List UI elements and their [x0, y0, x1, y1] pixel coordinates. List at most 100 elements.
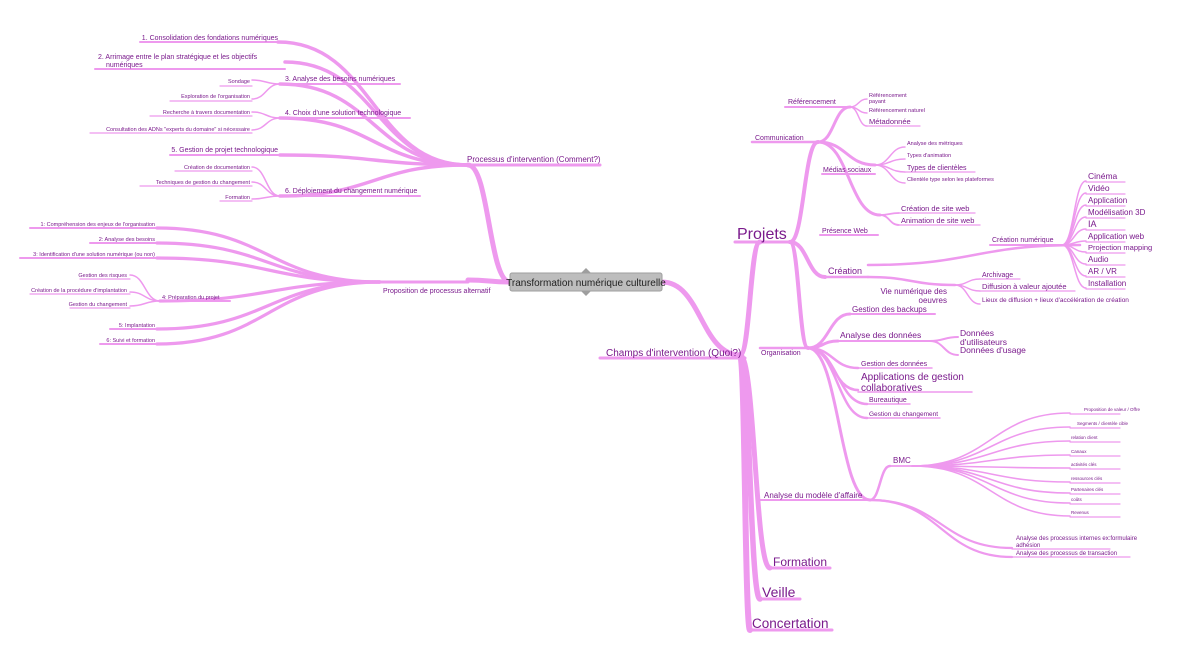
- node-techniques-changement[interactable]: Techniques de gestion du changement: [156, 180, 251, 186]
- node-installation[interactable]: Installation: [1088, 279, 1126, 288]
- node-comment-item-5[interactable]: 5. Gestion de projet technologique: [171, 147, 278, 154]
- connector: [806, 346, 872, 502]
- node-comment-item-1[interactable]: 1. Consolidation des fondations numériqu…: [142, 35, 279, 42]
- node-champs-intervention[interactable]: Champs d'intervention (Quoi?): [606, 348, 741, 359]
- node-bmc-couts[interactable]: coûts: [1071, 497, 1083, 502]
- node-concertation[interactable]: Concertation: [752, 616, 829, 631]
- node-creation[interactable]: Création: [828, 266, 862, 276]
- connector: [879, 214, 900, 226]
- node-analyse-donnees[interactable]: Analyse des données: [840, 330, 921, 340]
- node-processus-transaction[interactable]: Analyse des processus de transaction: [1016, 551, 1117, 557]
- node-analyse-metriques[interactable]: Analyse des métriques: [907, 141, 963, 147]
- node-gestion-backups[interactable]: Gestion des backups: [852, 305, 927, 314]
- node-audio[interactable]: Audio: [1088, 255, 1109, 264]
- node-lieux-diffusion[interactable]: Lieux de diffusion + lieux d'accélératio…: [982, 297, 1129, 304]
- node-bmc-canaux[interactable]: Canaux: [1071, 449, 1087, 454]
- connector: [129, 300, 161, 307]
- node-formation-deploiement[interactable]: Formation: [225, 195, 250, 201]
- node-bureautique[interactable]: Bureautique: [869, 397, 907, 404]
- node-medias-sociaux[interactable]: Médias sociaux: [823, 167, 872, 174]
- node-donnees-utilisateurs-text-cont: d'utilisateurs: [960, 337, 1007, 347]
- connector: [1061, 180, 1087, 246]
- node-cinema[interactable]: Cinéma: [1088, 171, 1118, 181]
- node-alt-item-1[interactable]: 1: Compréhension des enjeux de l'organis…: [41, 222, 156, 228]
- node-creation-doc[interactable]: Création de documentation: [184, 165, 250, 171]
- node-vie-numerique-text: Vie numérique des: [880, 287, 947, 296]
- node-application[interactable]: Application: [1088, 196, 1127, 205]
- node-archivage[interactable]: Archivage: [982, 272, 1013, 279]
- node-animation-site-web[interactable]: Animation de site web: [901, 216, 974, 225]
- node-gestion-changement-alt[interactable]: Gestion du changement: [69, 302, 128, 308]
- connector: [251, 166, 281, 197]
- node-consultation-adn[interactable]: Consultation des ADNs "experts du domain…: [106, 127, 250, 133]
- connector: [954, 278, 981, 286]
- node-ia[interactable]: IA: [1088, 219, 1097, 229]
- node-gestion-donnees[interactable]: Gestion des données: [861, 361, 928, 368]
- node-video[interactable]: Vidéo: [1088, 183, 1110, 193]
- node-alt-item-2[interactable]: 2: Analyse des besoins: [99, 237, 156, 243]
- node-comment-item-3[interactable]: 3. Analyse des besoins numériques: [285, 76, 396, 83]
- node-creation-site-web[interactable]: Création de site web: [901, 204, 969, 213]
- node-alt-item-3[interactable]: 3: Identification d'une solution numériq…: [33, 252, 155, 258]
- node-bmc-relation-client[interactable]: relation client: [1071, 435, 1098, 440]
- node-comment-item-6[interactable]: 6. Déploiement du changement numérique: [285, 188, 417, 195]
- node-bmc[interactable]: BMC: [893, 456, 911, 465]
- node-bmc-ressources[interactable]: ressources clés: [1071, 476, 1103, 481]
- node-presence-web[interactable]: Présence Web: [822, 228, 868, 235]
- node-donnees-utilisateurs-text: Données: [960, 328, 994, 338]
- connector: [929, 336, 959, 342]
- node-types-animation[interactable]: Types d'animation: [907, 153, 951, 159]
- node-bmc-segments[interactable]: Segments / clientèle cible: [1077, 421, 1129, 426]
- node-gestion-risques[interactable]: Gestion des risques: [78, 273, 127, 279]
- node-alt-item-4[interactable]: 4: Préparation du projet: [162, 295, 220, 301]
- node-projets[interactable]: Projets: [737, 226, 787, 243]
- connector: [929, 340, 959, 356]
- node-types-clienteles[interactable]: Types de clientèles: [907, 165, 967, 172]
- node-bmc-revenus[interactable]: Revenus: [1071, 510, 1090, 515]
- node-processus-internes[interactable]: Analyse des processus internes ex:formul…: [1016, 536, 1138, 549]
- link-comment-1: [276, 40, 470, 167]
- node-communication[interactable]: Communication: [755, 135, 804, 142]
- node-bmc-activites[interactable]: activités clés: [1071, 462, 1097, 467]
- node-exploration[interactable]: Exploration de l'organisation: [181, 94, 250, 100]
- connector: [1061, 244, 1087, 277]
- connector: [251, 117, 281, 131]
- node-procedure-implantation[interactable]: Création de la procédure d'implantation: [31, 288, 127, 294]
- node-creation-numerique[interactable]: Création numérique: [992, 237, 1054, 244]
- node-applications-collaboratives-text-cont: collaboratives: [861, 383, 922, 394]
- node-metadonnee[interactable]: Métadonnée: [869, 117, 911, 126]
- node-gestion-changement-org[interactable]: Gestion du changement: [869, 411, 938, 418]
- node-ar-vr[interactable]: AR / VR: [1088, 267, 1117, 276]
- node-veille[interactable]: Veille: [762, 584, 796, 600]
- node-sondage[interactable]: Sondage: [228, 79, 250, 85]
- node-alt-item-6[interactable]: 6: Suivi et formation: [106, 338, 155, 344]
- node-donnees-usage[interactable]: Données d'usage: [960, 345, 1026, 355]
- root-node-label[interactable]: Transformation numérique culturelle: [506, 278, 666, 289]
- node-bmc-partenaires[interactable]: Partenaires clés: [1071, 487, 1104, 492]
- node-clientele-type[interactable]: Clientèle type selon les plateformes: [907, 177, 994, 183]
- node-comment-item-2[interactable]: 2. Arrimage entre le plan stratégique et…: [98, 54, 258, 69]
- node-projection-mapping[interactable]: Projection mapping: [1088, 243, 1152, 252]
- link-projets-creation: [788, 240, 827, 279]
- node-referencement-naturel[interactable]: Référencement naturel: [869, 108, 925, 114]
- node-application-web[interactable]: Application web: [1088, 232, 1145, 241]
- node-modelisation-3d[interactable]: Modélisation 3D: [1088, 208, 1146, 217]
- node-processus-comment[interactable]: Processus d'intervention (Comment?): [467, 155, 601, 164]
- node-organisation[interactable]: Organisation: [761, 350, 801, 357]
- node-referencement[interactable]: Référencement: [788, 99, 836, 106]
- node-comment-item-4[interactable]: 4. Choix d'une solution technologique: [285, 110, 401, 117]
- node-bmc-proposition[interactable]: Proposition de valeur / Offre: [1084, 407, 1140, 412]
- node-modele-affaire[interactable]: Analyse du modèle d'affaire: [764, 491, 863, 500]
- node-recherche-doc[interactable]: Recherche à travers documentation: [163, 110, 250, 116]
- root-expand-icon: [581, 268, 591, 273]
- node-diffusion-valeur[interactable]: Diffusion à valeur ajoutée: [982, 282, 1067, 291]
- connector: [849, 98, 868, 108]
- node-processus-alternatif[interactable]: Proposition de processus alternatif: [383, 288, 490, 295]
- node-alt-item-5[interactable]: 5: Implantation: [119, 323, 155, 329]
- node-formation[interactable]: Formation: [773, 555, 827, 569]
